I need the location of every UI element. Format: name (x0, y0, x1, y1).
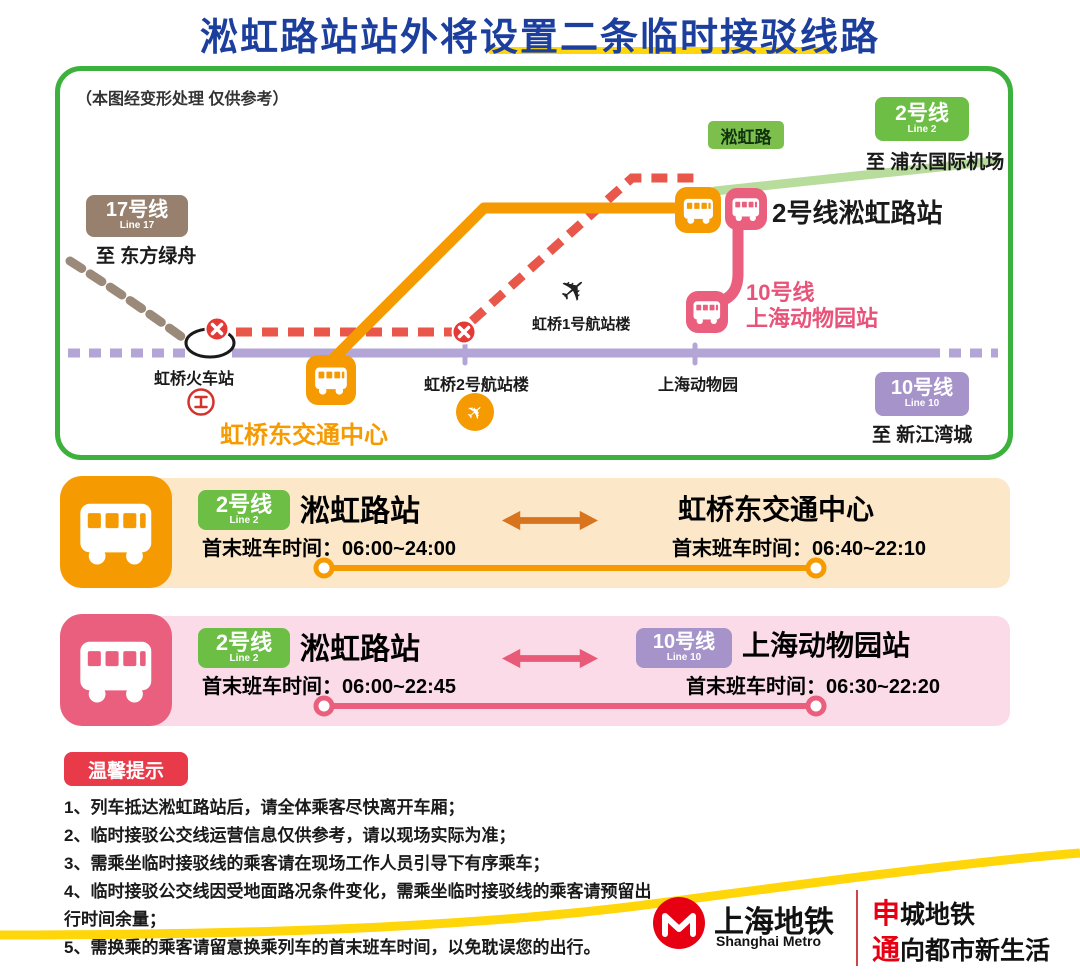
line10-badge: 10号线 Line 10 (875, 372, 969, 416)
slogan1-accent: 申 (872, 898, 901, 929)
route2-line2-badge-sub: Line 2 (229, 653, 259, 665)
line17-destination: 至 东方绿舟 (96, 246, 197, 267)
terminal1-label: 虹桥1号航站楼 (532, 316, 631, 333)
brand-name-en: Shanghai Metro (716, 933, 822, 949)
route1-right-station: 虹桥东交通中心 (678, 494, 875, 525)
route2-line2-badge: 2号线 Line 2 (198, 628, 290, 668)
tips-list: 1、列车抵达淞虹路站后，请全体乘客尽快离开车厢； 2、临时接驳公交线运营信息仅供… (64, 794, 668, 962)
hub-label: 虹桥东交通中心 (220, 422, 388, 449)
slogan2-rest: 向都市新生活 (900, 937, 1051, 965)
brand-name-cn: 上海地铁 (714, 906, 834, 939)
page-title: 淞虹路站站外将设置二条临时接驳线路 (199, 17, 880, 59)
line17-badge: 17号线 Line 17 (86, 195, 188, 237)
bus-icon (60, 476, 172, 588)
route2-right-time: 首末班车时间：06:30~22:20 (686, 676, 940, 698)
tip-item: 4、临时接驳公交线因受地面路况条件变化，需乘坐临时接驳线的乘客请预留出行时间余量… (64, 882, 652, 929)
route1-line2-badge: 2号线 Line 2 (198, 490, 290, 530)
line10-destination: 至 新江湾城 (872, 425, 973, 446)
bus-icon (306, 355, 356, 405)
songhong-station-tag: 淞虹路 (708, 121, 784, 149)
hongqiao-railway-label: 虹桥火车站 (154, 371, 235, 388)
yellow-swoosh (0, 848, 1080, 940)
slogan2-accent: 通 (872, 934, 901, 965)
bus-icon (60, 614, 172, 726)
tip-item: 5、需换乘的乘客请留意换乘列车的首末班车时间，以免耽误您的出行。 (64, 938, 601, 957)
route1-right-time: 首末班车时间：06:40~22:10 (672, 538, 926, 560)
zoo-line-label: 10号线 (746, 280, 815, 305)
route2-right-station: 上海动物园站 (742, 630, 911, 661)
tip-item: 3、需乘坐临时接驳线的乘客请在现场工作人员引导下有序乘车； (64, 854, 550, 873)
line10-badge-name: 10号线 (890, 377, 954, 400)
map-disclaimer: （本图经变形处理 仅供参考） (76, 91, 289, 108)
bus-icon (675, 187, 721, 233)
songhong-interchange-label: 2号线淞虹路站 (772, 198, 943, 228)
route1-line2-badge-sub: Line 2 (229, 515, 259, 527)
route1-connector-line (310, 556, 830, 580)
route1-left-time: 首末班车时间：06:00~24:00 (202, 538, 456, 560)
railway-icon (186, 387, 216, 417)
zoo-stop-label: 上海动物园 (658, 377, 739, 394)
route2-connector-line (310, 694, 830, 718)
tip-item: 2、临时接驳公交线运营信息仅供参考，请以现场实际为准； (64, 826, 516, 845)
route2-line10-badge-sub: Line 10 (666, 652, 702, 664)
route1-left-station: 淞虹路站 (300, 495, 420, 528)
double-arrow-icon (502, 646, 598, 672)
title-underline (488, 47, 833, 54)
plane-icon: ✈ (456, 393, 494, 431)
plane-glyph: ✈ (461, 398, 489, 427)
terminal2-label: 虹桥2号航站楼 (424, 377, 529, 394)
plane-icon: ✈ (552, 268, 596, 313)
line2-destination: 至 浦东国际机场 (866, 152, 1005, 173)
slogan1-rest: 城地铁 (900, 901, 976, 929)
route2-line10-badge-name: 10号线 (652, 631, 716, 654)
shanghai-metro-logo-icon (652, 896, 706, 950)
map-panel: （本图经变形处理 仅供参考） 淞虹路 2号线 Line 2 至 浦东国际机场 1… (55, 66, 1013, 460)
line2-badge: 2号线 Line 2 (875, 97, 969, 141)
line2-badge-name: 2号线 (895, 101, 949, 125)
route2-line2-badge-name: 2号线 (215, 630, 273, 656)
tip-item: 1、列车抵达淞虹路站后，请全体乘客尽快离开车厢； (64, 798, 465, 817)
line2-badge-sub: Line 2 (907, 123, 937, 135)
slogan-line-2: 通向都市新生活 (872, 928, 1050, 968)
route2-left-station: 淞虹路站 (300, 633, 420, 666)
closed-x-icon (451, 319, 477, 345)
bus-icon (686, 291, 728, 333)
line17-badge-sub: Line 17 (119, 220, 155, 232)
double-arrow-icon (502, 508, 598, 534)
route2-line10-badge: 10号线 Line 10 (636, 628, 732, 668)
bus-icon (725, 188, 767, 230)
footer-divider (856, 890, 858, 966)
closed-x-icon (204, 316, 230, 342)
line17-badge-name: 17号线 (105, 199, 169, 222)
slogan-line-1: 申城地铁 (872, 892, 975, 932)
route1-line2-badge-name: 2号线 (215, 492, 273, 518)
route2-left-time: 首末班车时间：06:00~22:45 (202, 676, 456, 698)
tips-title-badge: 温馨提示 (64, 752, 188, 786)
zoo-station-label: 上海动物园站 (746, 306, 879, 331)
line10-badge-sub: Line 10 (904, 398, 940, 410)
